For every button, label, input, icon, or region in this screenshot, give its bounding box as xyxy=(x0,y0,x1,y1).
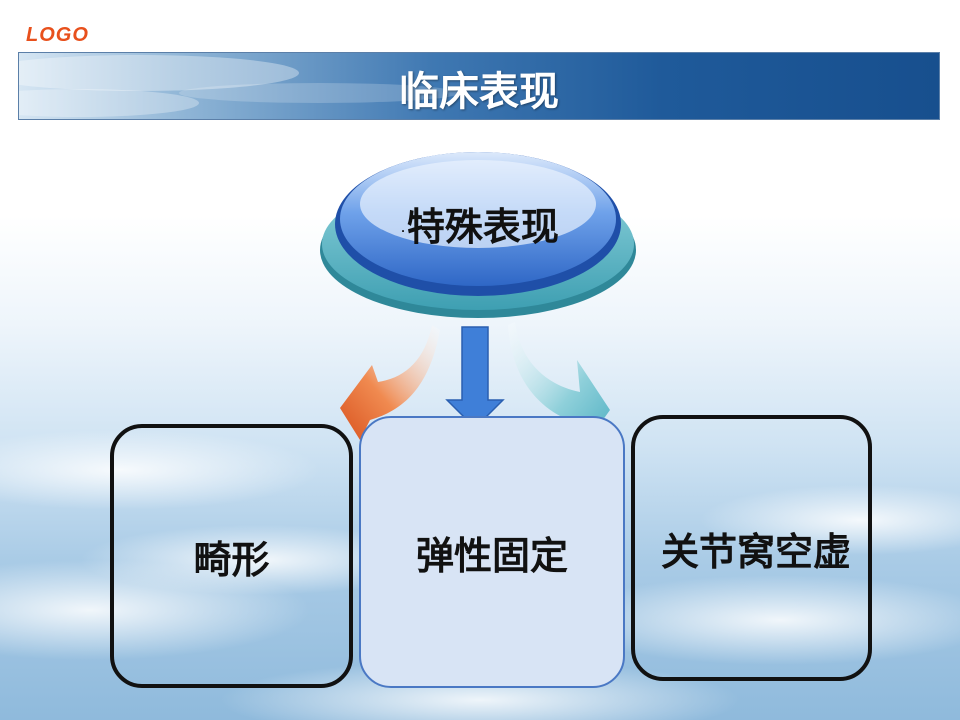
center-node-text: 特殊表现 xyxy=(406,205,559,249)
arrow-right xyxy=(508,322,610,445)
logo: LOGO xyxy=(26,24,89,46)
center-node-bullet: . xyxy=(401,224,405,235)
box-deformity: 畸形 xyxy=(110,424,353,688)
box-deformity-label: 畸形 xyxy=(193,537,270,582)
center-node xyxy=(320,152,636,318)
banner-clouds xyxy=(19,55,459,117)
page-title: 临床表现 xyxy=(399,69,559,115)
arrow-down xyxy=(445,326,505,430)
box-empty-socket: 关节窝空虚 xyxy=(631,415,872,681)
box-elastic-fixation: 弹性固定 xyxy=(359,416,625,688)
center-node-label: .特殊表现 xyxy=(380,196,580,251)
arrow-left xyxy=(340,325,440,440)
title-banner: 临床表现 xyxy=(18,52,940,120)
box-elastic-fixation-label: 弹性固定 xyxy=(415,533,568,578)
box-empty-socket-label: 关节窝空虚 xyxy=(661,529,852,574)
